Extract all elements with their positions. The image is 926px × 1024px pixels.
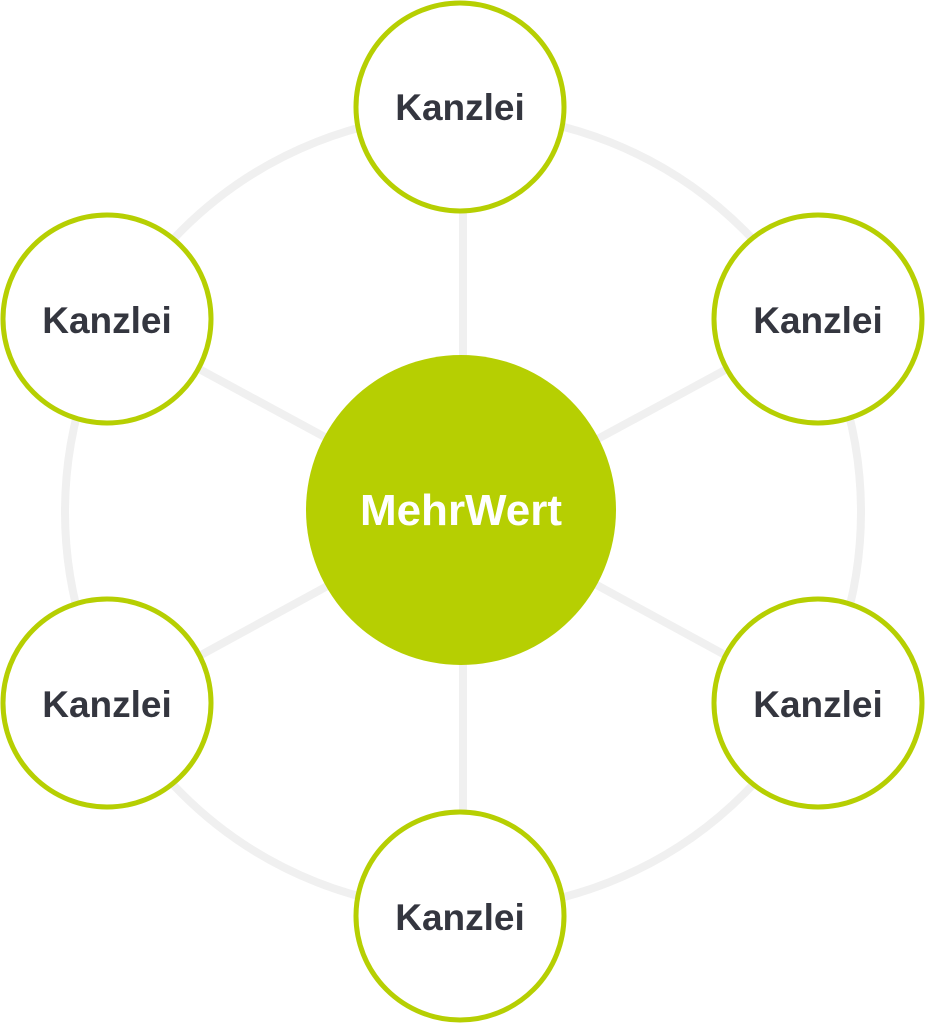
center-hub: MehrWert: [306, 355, 616, 665]
node-bottom: Kanzlei: [353, 809, 567, 1023]
center-circle: [306, 355, 616, 665]
node-label: Kanzlei: [42, 684, 172, 725]
node-circle: [353, 809, 567, 1023]
node-label: Kanzlei: [753, 684, 883, 725]
node-label: Kanzlei: [395, 87, 525, 128]
node-label: Kanzlei: [395, 897, 525, 938]
node-circle: [353, 0, 567, 214]
node-top-right: Kanzlei: [711, 212, 925, 426]
node-top: Kanzlei: [353, 0, 567, 214]
node-top-left: Kanzlei: [0, 212, 214, 426]
node-bottom-left: Kanzlei: [0, 596, 214, 810]
node-circle: [711, 596, 925, 810]
node-circle: [0, 596, 214, 810]
node-circle: [711, 212, 925, 426]
node-bottom-right: Kanzlei: [711, 596, 925, 810]
node-label: Kanzlei: [42, 300, 172, 341]
center-label: MehrWert: [360, 486, 562, 535]
node-label: Kanzlei: [753, 300, 883, 341]
node-circle: [0, 212, 214, 426]
